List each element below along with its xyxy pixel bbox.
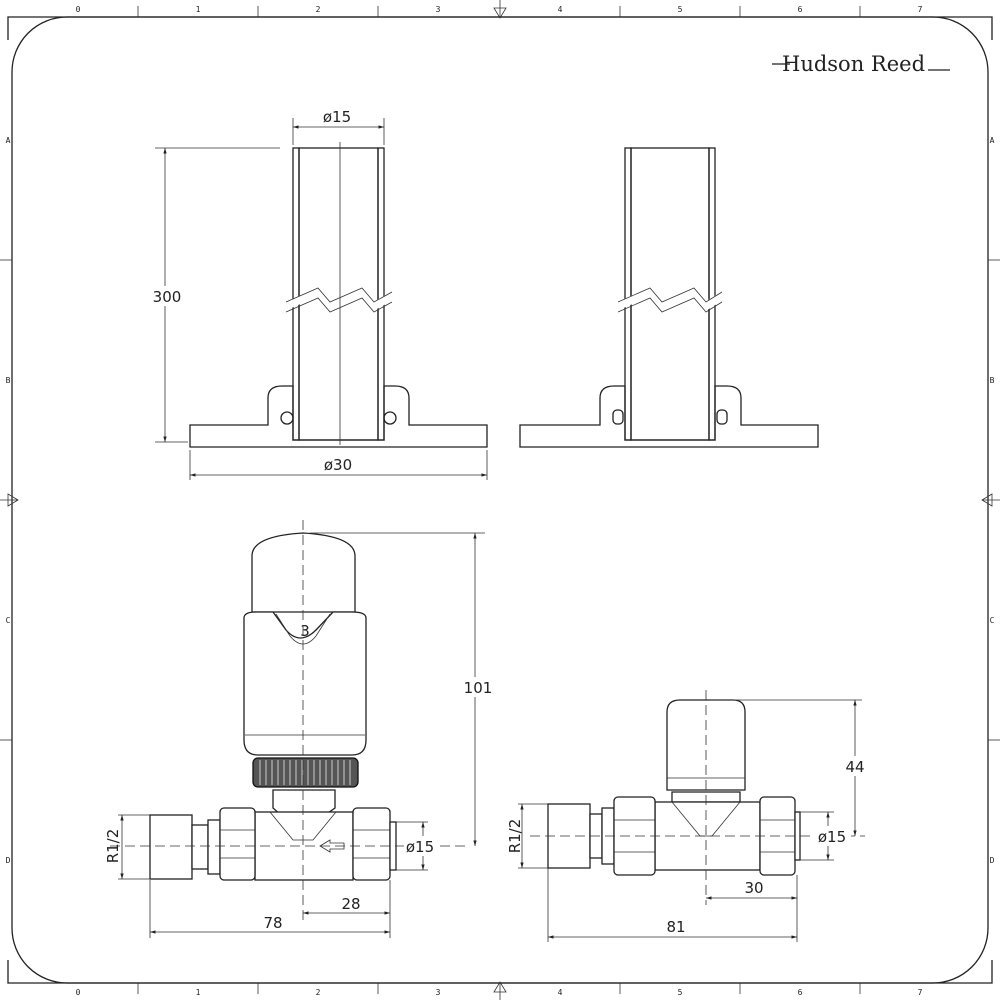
ruler-rows-2: C <box>990 616 995 625</box>
ruler-rows-3: D <box>990 856 995 865</box>
manual-valve: 44 R1/2 ø15 30 81 <box>506 690 870 942</box>
ruler-columns-1: 1 <box>196 5 201 14</box>
ruler-columns-7: 7 <box>918 988 923 997</box>
ruler-columns-2: 2 <box>316 5 321 14</box>
knurled-ring <box>252 757 359 788</box>
dimension-top-diameter: ø15 <box>323 108 351 126</box>
ruler-rows-2: C <box>6 616 11 625</box>
ruler-columns-2: 2 <box>316 988 321 997</box>
ruler-columns-3: 3 <box>436 5 441 14</box>
ruler-columns-bottom: 0 1 2 3 4 5 6 7 <box>76 988 923 997</box>
ruler-columns-7: 7 <box>918 5 923 14</box>
dimension-thread: R1/2 <box>104 829 122 864</box>
brand-name: Hudson Reed <box>782 52 925 76</box>
ruler-rows-0: A <box>6 136 11 145</box>
ruler-rows: A B C D A B C D <box>6 136 995 865</box>
pipe-section-dimensioned: ø15 300 ø30 <box>148 108 488 480</box>
ruler-rows-1: B <box>6 376 11 385</box>
brand-logo: Hudson Reed <box>772 52 950 76</box>
ruler-columns-4: 4 <box>558 988 563 997</box>
ruler-rows-3: D <box>6 856 11 865</box>
dimension-height: 44 <box>845 758 864 776</box>
dimension-base-diameter: ø30 <box>324 456 352 474</box>
ruler-columns-0: 0 <box>76 988 81 997</box>
thermostatic-valve: 3 101 R1/2 ø15 28 78 <box>104 520 496 938</box>
ruler-rows-0: A <box>990 136 995 145</box>
ruler-columns-6: 6 <box>798 5 803 14</box>
dimension-pipe-diameter: ø15 <box>818 828 846 846</box>
ruler-columns-1: 1 <box>196 988 201 997</box>
dimension-length: 81 <box>666 918 685 936</box>
dimension-offset: 28 <box>341 895 360 913</box>
ruler-columns-4: 4 <box>558 5 563 14</box>
ruler-columns-5: 5 <box>678 5 683 14</box>
dimension-height: 101 <box>464 679 493 697</box>
dimension-pipe-diameter: ø15 <box>406 838 434 856</box>
dimension-height: 300 <box>153 288 182 306</box>
ruler-rows-1: B <box>990 376 995 385</box>
dimension-offset: 30 <box>744 879 763 897</box>
ruler-columns-3: 3 <box>436 988 441 997</box>
dial-setting: 3 <box>300 622 310 640</box>
ruler-columns-top: 0 1 2 3 4 5 6 7 <box>76 5 923 14</box>
pipe-section <box>519 147 819 448</box>
ruler-columns-5: 5 <box>678 988 683 997</box>
dimension-thread: R1/2 <box>506 819 524 854</box>
dimension-length: 78 <box>263 914 282 932</box>
ruler-columns-6: 6 <box>798 988 803 997</box>
ruler-columns-0: 0 <box>76 5 81 14</box>
